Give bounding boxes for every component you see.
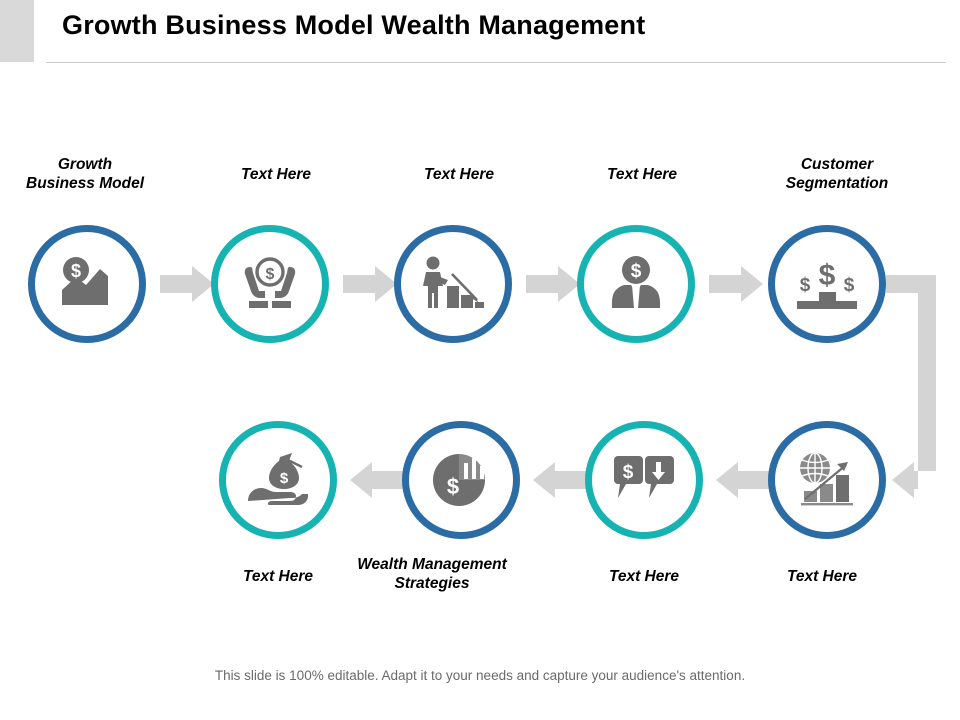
- node-6-label: Text Here: [786, 568, 858, 585]
- svg-text:$: $: [844, 275, 855, 296]
- node-5-label-line2: Segmentation: [785, 175, 889, 193]
- dollar-speech-bubbles-icon: $: [611, 447, 677, 513]
- dollar-podium-icon: $ $ $: [794, 251, 860, 317]
- node-8-label-line2: Strategies: [394, 575, 470, 593]
- businessman-dollar-head-icon: $: [603, 251, 669, 317]
- node-1-label-line2: Business Model: [26, 175, 144, 193]
- node-1-label: Growth Business Model: [0, 155, 180, 194]
- node-1[interactable]: $: [28, 225, 146, 343]
- node-7[interactable]: $: [585, 421, 703, 539]
- businessman-declining-bars-icon: [420, 251, 486, 317]
- node-1-label-line1: Growth: [57, 156, 113, 173]
- node-5-ring: [768, 225, 886, 343]
- node-7-ring: [585, 421, 703, 539]
- hands-holding-coin-icon: $: [237, 251, 303, 317]
- svg-text:$: $: [819, 259, 836, 292]
- node-8-label: Wealth Management Strategies: [337, 555, 527, 594]
- arrow-6-7: [716, 462, 770, 498]
- node-3-ring: [394, 225, 512, 343]
- svg-text:$: $: [447, 474, 459, 499]
- svg-text:$: $: [266, 266, 275, 283]
- node-5-label-line1: Customer: [800, 156, 874, 173]
- svg-text:$: $: [71, 261, 81, 281]
- arrow-2-3: [343, 266, 397, 302]
- node-9-label: Text Here: [242, 568, 314, 585]
- node-7-label: Text Here: [608, 568, 680, 585]
- node-2-label: Text Here: [240, 166, 312, 183]
- node-9[interactable]: $: [219, 421, 337, 539]
- globe-growth-bars-icon: [794, 447, 860, 513]
- node-8[interactable]: $: [402, 421, 520, 539]
- slide-title-bar: Growth Business Model Wealth Management: [0, 0, 960, 63]
- dollar-pie-chart-icon: $: [428, 447, 494, 513]
- node-5[interactable]: $ $ $: [768, 225, 886, 343]
- node-2[interactable]: $: [211, 225, 329, 343]
- arrow-1-2: [160, 266, 214, 302]
- dollar-area-chart-icon: $: [54, 251, 120, 317]
- node-4[interactable]: $: [577, 225, 695, 343]
- svg-text:$: $: [631, 261, 642, 282]
- svg-text:$: $: [280, 470, 289, 487]
- slide-footer-note: This slide is 100% editable. Adapt it to…: [214, 668, 746, 683]
- node-6[interactable]: [768, 421, 886, 539]
- node-4-label: Text Here: [606, 166, 678, 183]
- arrow-7-8: [533, 462, 587, 498]
- hand-money-bag-icon: $: [245, 447, 311, 513]
- arrow-4-5: [709, 266, 763, 302]
- title-accent-block: [0, 0, 34, 62]
- node-3-label: Text Here: [423, 166, 495, 183]
- node-6-ring: [768, 421, 886, 539]
- page-title: Growth Business Model Wealth Management: [62, 10, 646, 40]
- node-8-label-line1: Wealth Management: [357, 556, 507, 573]
- arrow-8-9: [350, 462, 404, 498]
- title-divider: [46, 62, 946, 63]
- svg-text:$: $: [623, 462, 634, 483]
- arrow-5-6-wrap: [886, 275, 936, 498]
- arrow-3-4: [526, 266, 580, 302]
- node-5-label: Customer Segmentation: [742, 155, 932, 194]
- svg-text:$: $: [800, 275, 811, 296]
- node-3[interactable]: [394, 225, 512, 343]
